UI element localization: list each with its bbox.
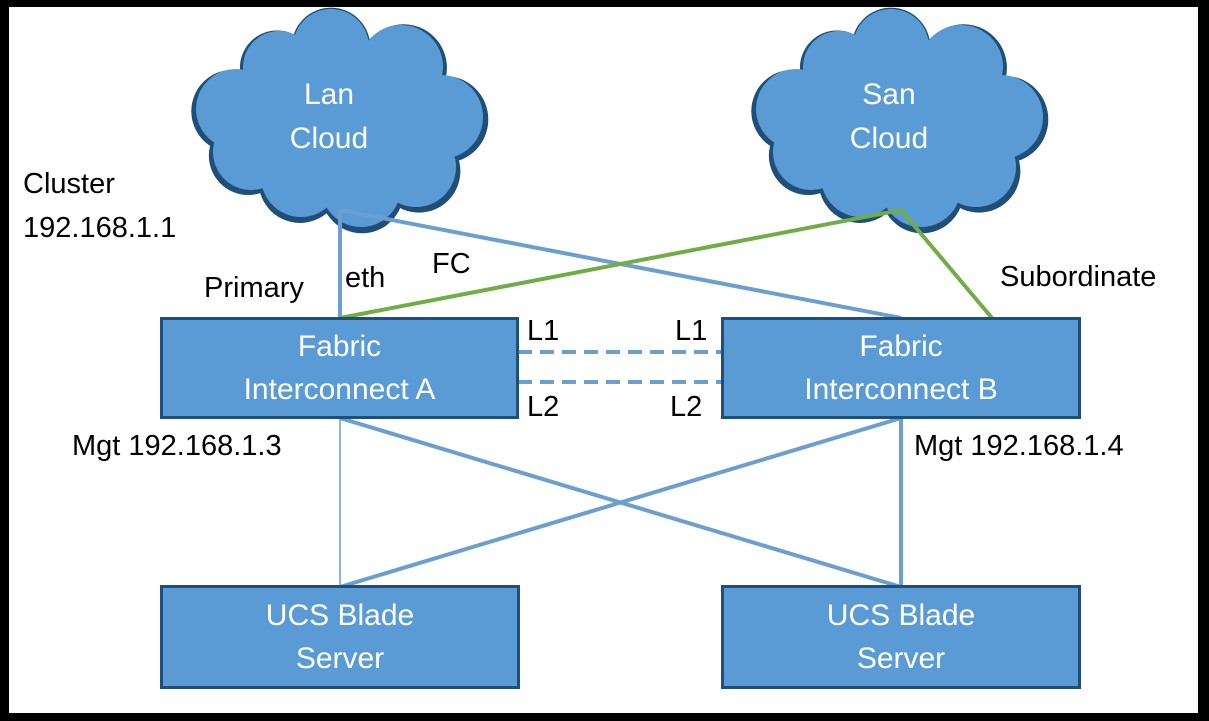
blade-a-line1: UCS Blade [265, 598, 415, 632]
fabric-interconnect-a: Fabric Interconnect A [160, 317, 519, 419]
fabric-a-line2: Interconnect A [243, 373, 436, 406]
blade-b-line2: Server [856, 642, 946, 675]
l2-left-label: L2 [527, 391, 560, 423]
blade-b-line1: UCS Blade [826, 598, 976, 632]
ucs-blade-server-b: UCS Blade Server [721, 585, 1081, 689]
mgt-a-label: Mgt 192.168.1.3 [72, 430, 282, 462]
fabric-b-line2: Interconnect B [804, 373, 998, 406]
fabric-b-line1: Fabric [859, 329, 943, 363]
fc-link-san-to-fabric-b [899, 208, 994, 320]
link-fabric-b-to-blade-a [339, 416, 902, 589]
san-cloud-label: San Cloud [819, 73, 959, 160]
fabric-a-line1: Fabric [297, 329, 382, 363]
mgt-b-label: Mgt 192.168.1.4 [914, 430, 1124, 462]
l1-right-label: L1 [675, 315, 708, 347]
san-cloud-line1: San [862, 78, 916, 111]
lan-cloud-line2: Cloud [289, 121, 369, 155]
san-cloud-line2: Cloud [849, 121, 929, 155]
l1-left-label: L1 [527, 315, 560, 347]
cluster-ip: 192.168.1.1 [23, 212, 177, 244]
cluster-line1: Cluster [23, 168, 115, 200]
fc-label: FC [432, 248, 471, 280]
lan-cloud-label: Lan Cloud [259, 73, 399, 160]
connections-layer [191, 7, 1049, 589]
l2-right-label: L2 [670, 391, 703, 423]
cluster-label: Cluster 192.168.1.1 [23, 162, 176, 250]
eth-label: eth [345, 262, 386, 294]
ucs-blade-server-a: UCS Blade Server [160, 585, 520, 689]
diagram-canvas: Lan Cloud San Cloud Fabric Interconnect … [9, 7, 1198, 713]
fc-link-san-to-fabric-a [339, 208, 902, 320]
lan-cloud-line1: Lan [303, 78, 355, 111]
primary-label: Primary [204, 272, 304, 304]
blade-a-line2: Server [295, 642, 385, 675]
fabric-interconnect-b: Fabric Interconnect B [721, 317, 1081, 419]
subordinate-label: Subordinate [1000, 261, 1157, 293]
